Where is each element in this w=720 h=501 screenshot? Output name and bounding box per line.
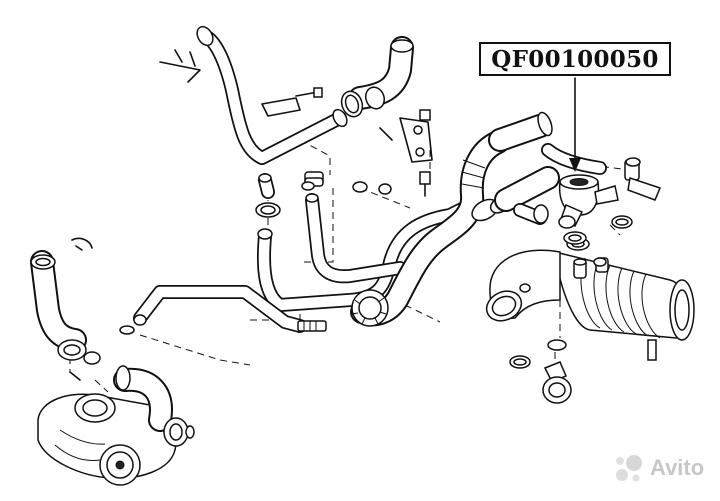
fasteners: [255, 87, 433, 218]
t-connector: [611, 157, 662, 229]
middle-pipe: [256, 193, 477, 312]
clamp-mid: [563, 231, 607, 267]
arrow-down-icon: [569, 158, 581, 172]
part-number-label: QF00100050: [479, 42, 671, 76]
lower-valve: [509, 339, 572, 404]
corrugated-intake-hose: [485, 237, 695, 361]
diverter-valve: [558, 174, 619, 229]
avito-dots-icon: [616, 455, 642, 482]
watermark: Avito: [612, 451, 716, 485]
watermark-text: Avito: [650, 455, 705, 480]
callout-arrow: [569, 77, 581, 172]
left-pipe: [30, 237, 101, 381]
small-tube-left: [258, 173, 275, 199]
long-thin-pipe: [119, 285, 327, 335]
turbocharger: [37, 365, 195, 486]
main-thick-hose: [350, 111, 560, 327]
short-hose-top: [340, 36, 414, 118]
upper-pipe: [159, 25, 348, 165]
